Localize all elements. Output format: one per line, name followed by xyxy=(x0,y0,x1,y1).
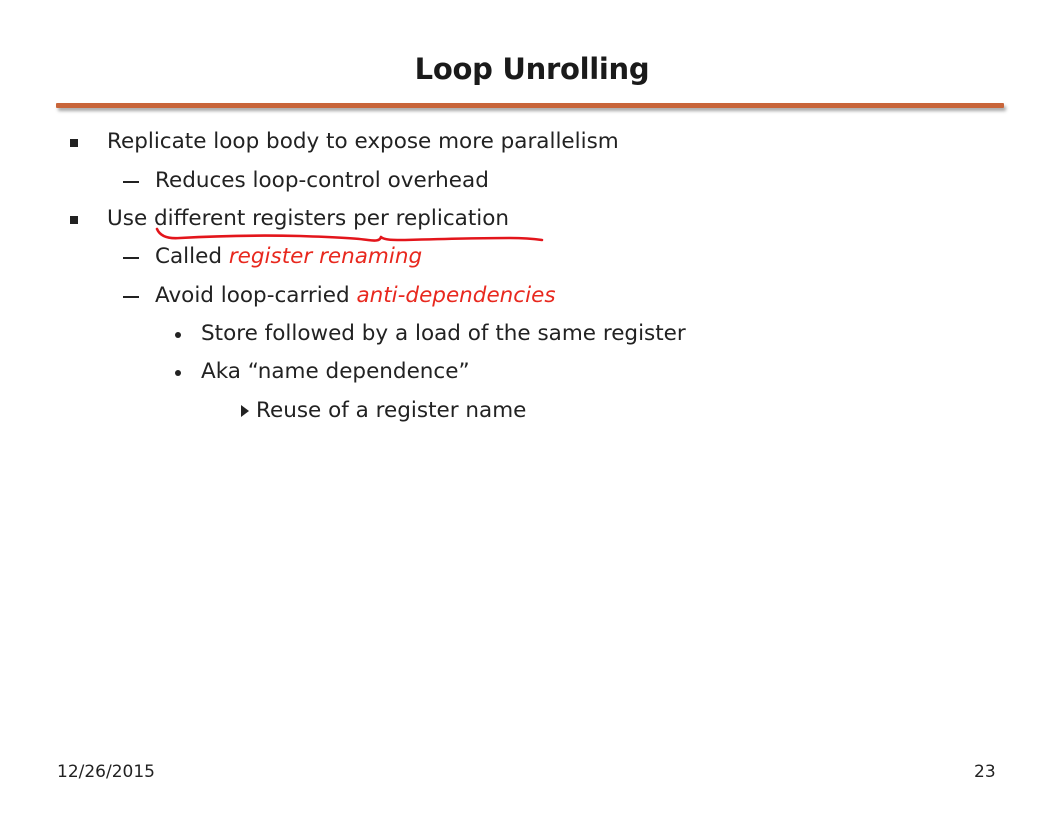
square-bullet-icon xyxy=(70,216,78,224)
bullet-item: Called register renaming xyxy=(123,244,423,269)
bullet-text: Aka “name dependence” xyxy=(201,359,470,384)
bullet-item: Reuse of a register name xyxy=(241,398,527,423)
bullet-text: Called xyxy=(155,244,229,269)
footer-date: 12/26/2015 xyxy=(57,762,155,782)
triangle-bullet-icon xyxy=(241,405,249,417)
bullet-item: Aka “name dependence” xyxy=(175,359,470,384)
bullet-item: Avoid loop-carried anti-dependencies xyxy=(123,283,556,308)
title-rule xyxy=(56,103,1004,108)
dash-bullet-icon xyxy=(123,181,139,183)
dash-bullet-icon xyxy=(123,296,139,298)
emphasized-term: anti-dependencies xyxy=(356,283,556,308)
emphasized-term: register renaming xyxy=(228,244,423,269)
bullet-text: Store followed by a load of the same reg… xyxy=(201,321,686,346)
bullet-item: Use different registers per replication xyxy=(70,206,510,231)
underline-stroke xyxy=(155,227,544,242)
dot-bullet-icon xyxy=(175,370,181,376)
dash-bullet-icon xyxy=(123,257,139,259)
bullet-item: Replicate loop body to expose more paral… xyxy=(70,129,619,154)
bullet-text: Avoid loop-carried xyxy=(155,283,357,308)
page-number: 23 xyxy=(974,762,996,782)
bullet-text: Use different registers per replication xyxy=(107,206,510,231)
bullet-text: Replicate loop body to expose more paral… xyxy=(107,129,619,154)
dot-bullet-icon xyxy=(175,332,181,338)
bullet-text: Reduces loop-control overhead xyxy=(155,168,489,193)
bullet-item: Store followed by a load of the same reg… xyxy=(175,321,686,346)
slide-title: Loop Unrolling xyxy=(414,52,650,86)
bullet-item: Reduces loop-control overhead xyxy=(123,168,489,193)
bullet-text: Reuse of a register name xyxy=(256,398,527,423)
square-bullet-icon xyxy=(70,139,78,147)
